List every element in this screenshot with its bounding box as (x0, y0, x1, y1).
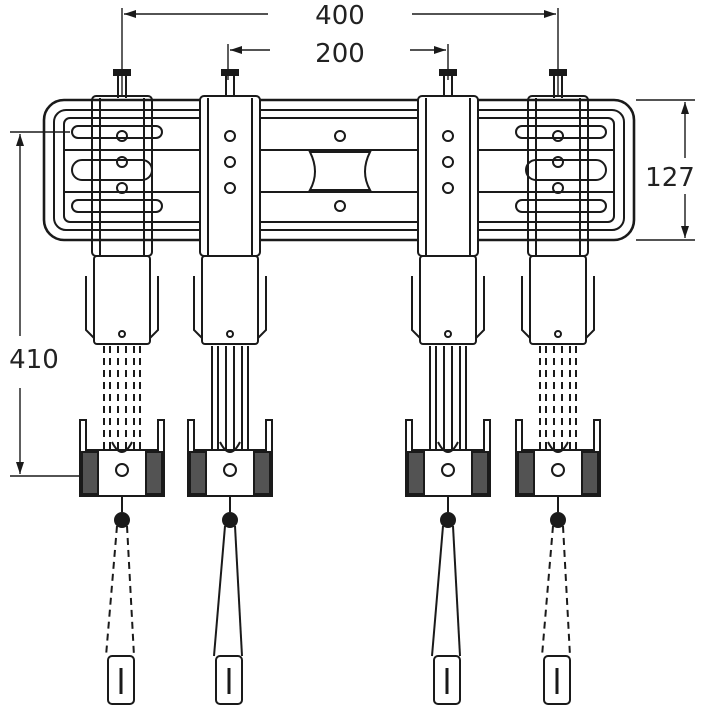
hanging-strap-1 (105, 496, 135, 705)
rod-bend (437, 441, 459, 453)
strap-knot (550, 512, 566, 528)
strap-edge (431, 525, 444, 657)
clamp-jaw (405, 419, 491, 497)
strap-edge (213, 525, 226, 657)
clamp-pad-right (145, 451, 163, 495)
bolt-head (221, 69, 239, 76)
arm-assembly-1 (79, 69, 165, 497)
mount-hole (224, 156, 236, 168)
sleeve-flange (257, 276, 267, 339)
mount-hole (552, 182, 564, 194)
sleeve-flange (475, 276, 485, 339)
sleeve-flange (411, 276, 421, 339)
strap-edge (234, 525, 243, 657)
mounting-rail (42, 98, 636, 242)
sleeve-flange (85, 276, 95, 339)
sleeve-pin (118, 330, 126, 338)
hanging-strap-2 (213, 496, 243, 705)
hanging-strap-4 (541, 496, 571, 705)
arm-sleeve (201, 255, 259, 345)
strap-knot (114, 512, 130, 528)
mount-hole (224, 182, 236, 194)
sleeve-flange (521, 276, 531, 339)
arm-assembly-3 (405, 69, 491, 497)
clamp-hole (551, 463, 565, 477)
hanging-strap-3 (431, 496, 461, 705)
arm-sleeve (419, 255, 477, 345)
sleeve-flange (149, 276, 159, 339)
bolt-head (113, 69, 131, 76)
clamp-jaw (187, 419, 273, 497)
clamp-hole (115, 463, 129, 477)
dimension-arrowheads (16, 10, 689, 474)
dimension-lines (10, 8, 695, 477)
clamp-pad-left (517, 451, 535, 495)
strap-weight (107, 655, 135, 705)
strap-edge (126, 525, 135, 657)
arm-sleeve (529, 255, 587, 345)
strap-edge (562, 525, 571, 657)
strap-edge (105, 525, 118, 657)
clamp-pad-left (407, 451, 425, 495)
mount-hole (442, 130, 454, 142)
sleeve-pin (444, 330, 452, 338)
mount-hole (116, 130, 128, 142)
clamp-pad-right (471, 451, 489, 495)
mount-hole (552, 130, 564, 142)
dimension-label-127: 127 (645, 163, 695, 193)
strap-weight (543, 655, 571, 705)
clamp-jaw (515, 419, 601, 497)
clamp-hole (223, 463, 237, 477)
rod-bend (547, 441, 569, 453)
strap-knot (440, 512, 456, 528)
arm-assemblies (79, 69, 601, 497)
mount-hole (116, 182, 128, 194)
mount-hole (116, 156, 128, 168)
sleeve-pin (226, 330, 234, 338)
rod-bend (111, 441, 133, 453)
sleeve-flange (585, 276, 595, 339)
arm-assembly-2 (187, 69, 273, 497)
dimension-label-200: 200 (315, 39, 365, 69)
mount-hole (442, 156, 454, 168)
dimension-label-400: 400 (315, 1, 365, 31)
hanging-straps (105, 496, 571, 705)
mount-hole (224, 130, 236, 142)
clamp-pad-left (81, 451, 99, 495)
rod-bend (219, 441, 241, 453)
strap-knot (222, 512, 238, 528)
clamp-pad-right (581, 451, 599, 495)
mount-hole (552, 156, 564, 168)
bolt-head (439, 69, 457, 76)
strap-weight (215, 655, 243, 705)
strap-edge (541, 525, 554, 657)
strap-edge (452, 525, 461, 657)
sleeve-flange (193, 276, 203, 339)
clamp-pad-left (189, 451, 207, 495)
clamp-jaw (79, 419, 165, 497)
clamp-pad-right (253, 451, 271, 495)
bolt-head (549, 69, 567, 76)
strap-weight (433, 655, 461, 705)
mount-hole (442, 182, 454, 194)
arm-assembly-4 (515, 69, 601, 497)
arm-sleeve (93, 255, 151, 345)
dimension-label-410: 410 (9, 345, 59, 375)
clamp-hole (441, 463, 455, 477)
sleeve-pin (554, 330, 562, 338)
